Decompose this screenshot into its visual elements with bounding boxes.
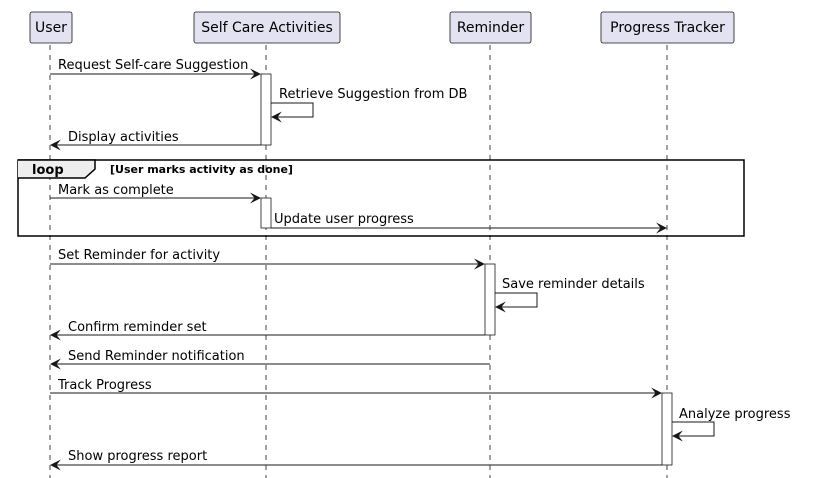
- message-label: Show progress report: [68, 449, 207, 464]
- message-label: Request Self-care Suggestion: [58, 58, 248, 73]
- message-label: Update user progress: [274, 212, 414, 227]
- loop-keyword: loop: [32, 163, 64, 178]
- participant-user: User: [29, 11, 73, 44]
- loop-tab: [18, 159, 96, 179]
- message: Confirm reminder set: [49, 320, 485, 341]
- message-label: Track Progress: [57, 378, 152, 393]
- message-label: Set Reminder for activity: [58, 248, 220, 263]
- message: Update user progress: [271, 212, 668, 234]
- message-label: Analyze progress: [679, 407, 791, 422]
- message: Analyze progress: [671, 407, 791, 442]
- participant-label: Self Care Activities: [201, 20, 333, 36]
- message: Send Reminder notification: [49, 349, 490, 370]
- message-arrow: [270, 102, 314, 123]
- activation-self-care-1: [260, 73, 272, 146]
- message-label: Confirm reminder set: [68, 320, 207, 335]
- loop-condition: [User marks activity as done]: [110, 163, 293, 176]
- loop-frame: [17, 159, 745, 237]
- participant-box: [29, 11, 73, 44]
- participant-self-care: Self Care Activities: [193, 11, 341, 44]
- message: Display activities: [49, 130, 261, 151]
- participant-label: Progress Tracker: [610, 20, 725, 36]
- activation-progress: [661, 392, 673, 466]
- message: Set Reminder for activity: [50, 248, 486, 270]
- message-arrow: [494, 292, 538, 313]
- activations: [260, 73, 673, 466]
- participant-label: User: [35, 20, 67, 36]
- messages: Request Self-care Suggestion Retrieve Su…: [49, 58, 791, 471]
- message-label: Retrieve Suggestion from DB: [279, 87, 467, 102]
- message-label: Send Reminder notification: [68, 349, 245, 364]
- message-label: Save reminder details: [502, 277, 645, 292]
- loop-fragment: loop [User marks activity as done]: [17, 159, 745, 237]
- message: Retrieve Suggestion from DB: [270, 87, 467, 123]
- participant-label: Reminder: [457, 20, 525, 36]
- activation-reminder: [484, 263, 496, 336]
- participant-box: [449, 11, 532, 44]
- message-label: Mark as complete: [58, 183, 174, 198]
- message-label: Display activities: [68, 130, 179, 145]
- participant-box: [600, 11, 735, 44]
- activation-self-care-2: [260, 197, 272, 229]
- participant-progress: Progress Tracker: [600, 11, 735, 44]
- message: Show progress report: [49, 449, 662, 471]
- message: Mark as complete: [50, 183, 262, 204]
- message: Track Progress: [50, 378, 663, 399]
- message: Save reminder details: [494, 277, 645, 313]
- participant-box: [193, 11, 341, 44]
- participant-reminder: Reminder: [449, 11, 532, 44]
- message: Request Self-care Suggestion: [50, 58, 262, 80]
- message-arrow: [671, 421, 715, 442]
